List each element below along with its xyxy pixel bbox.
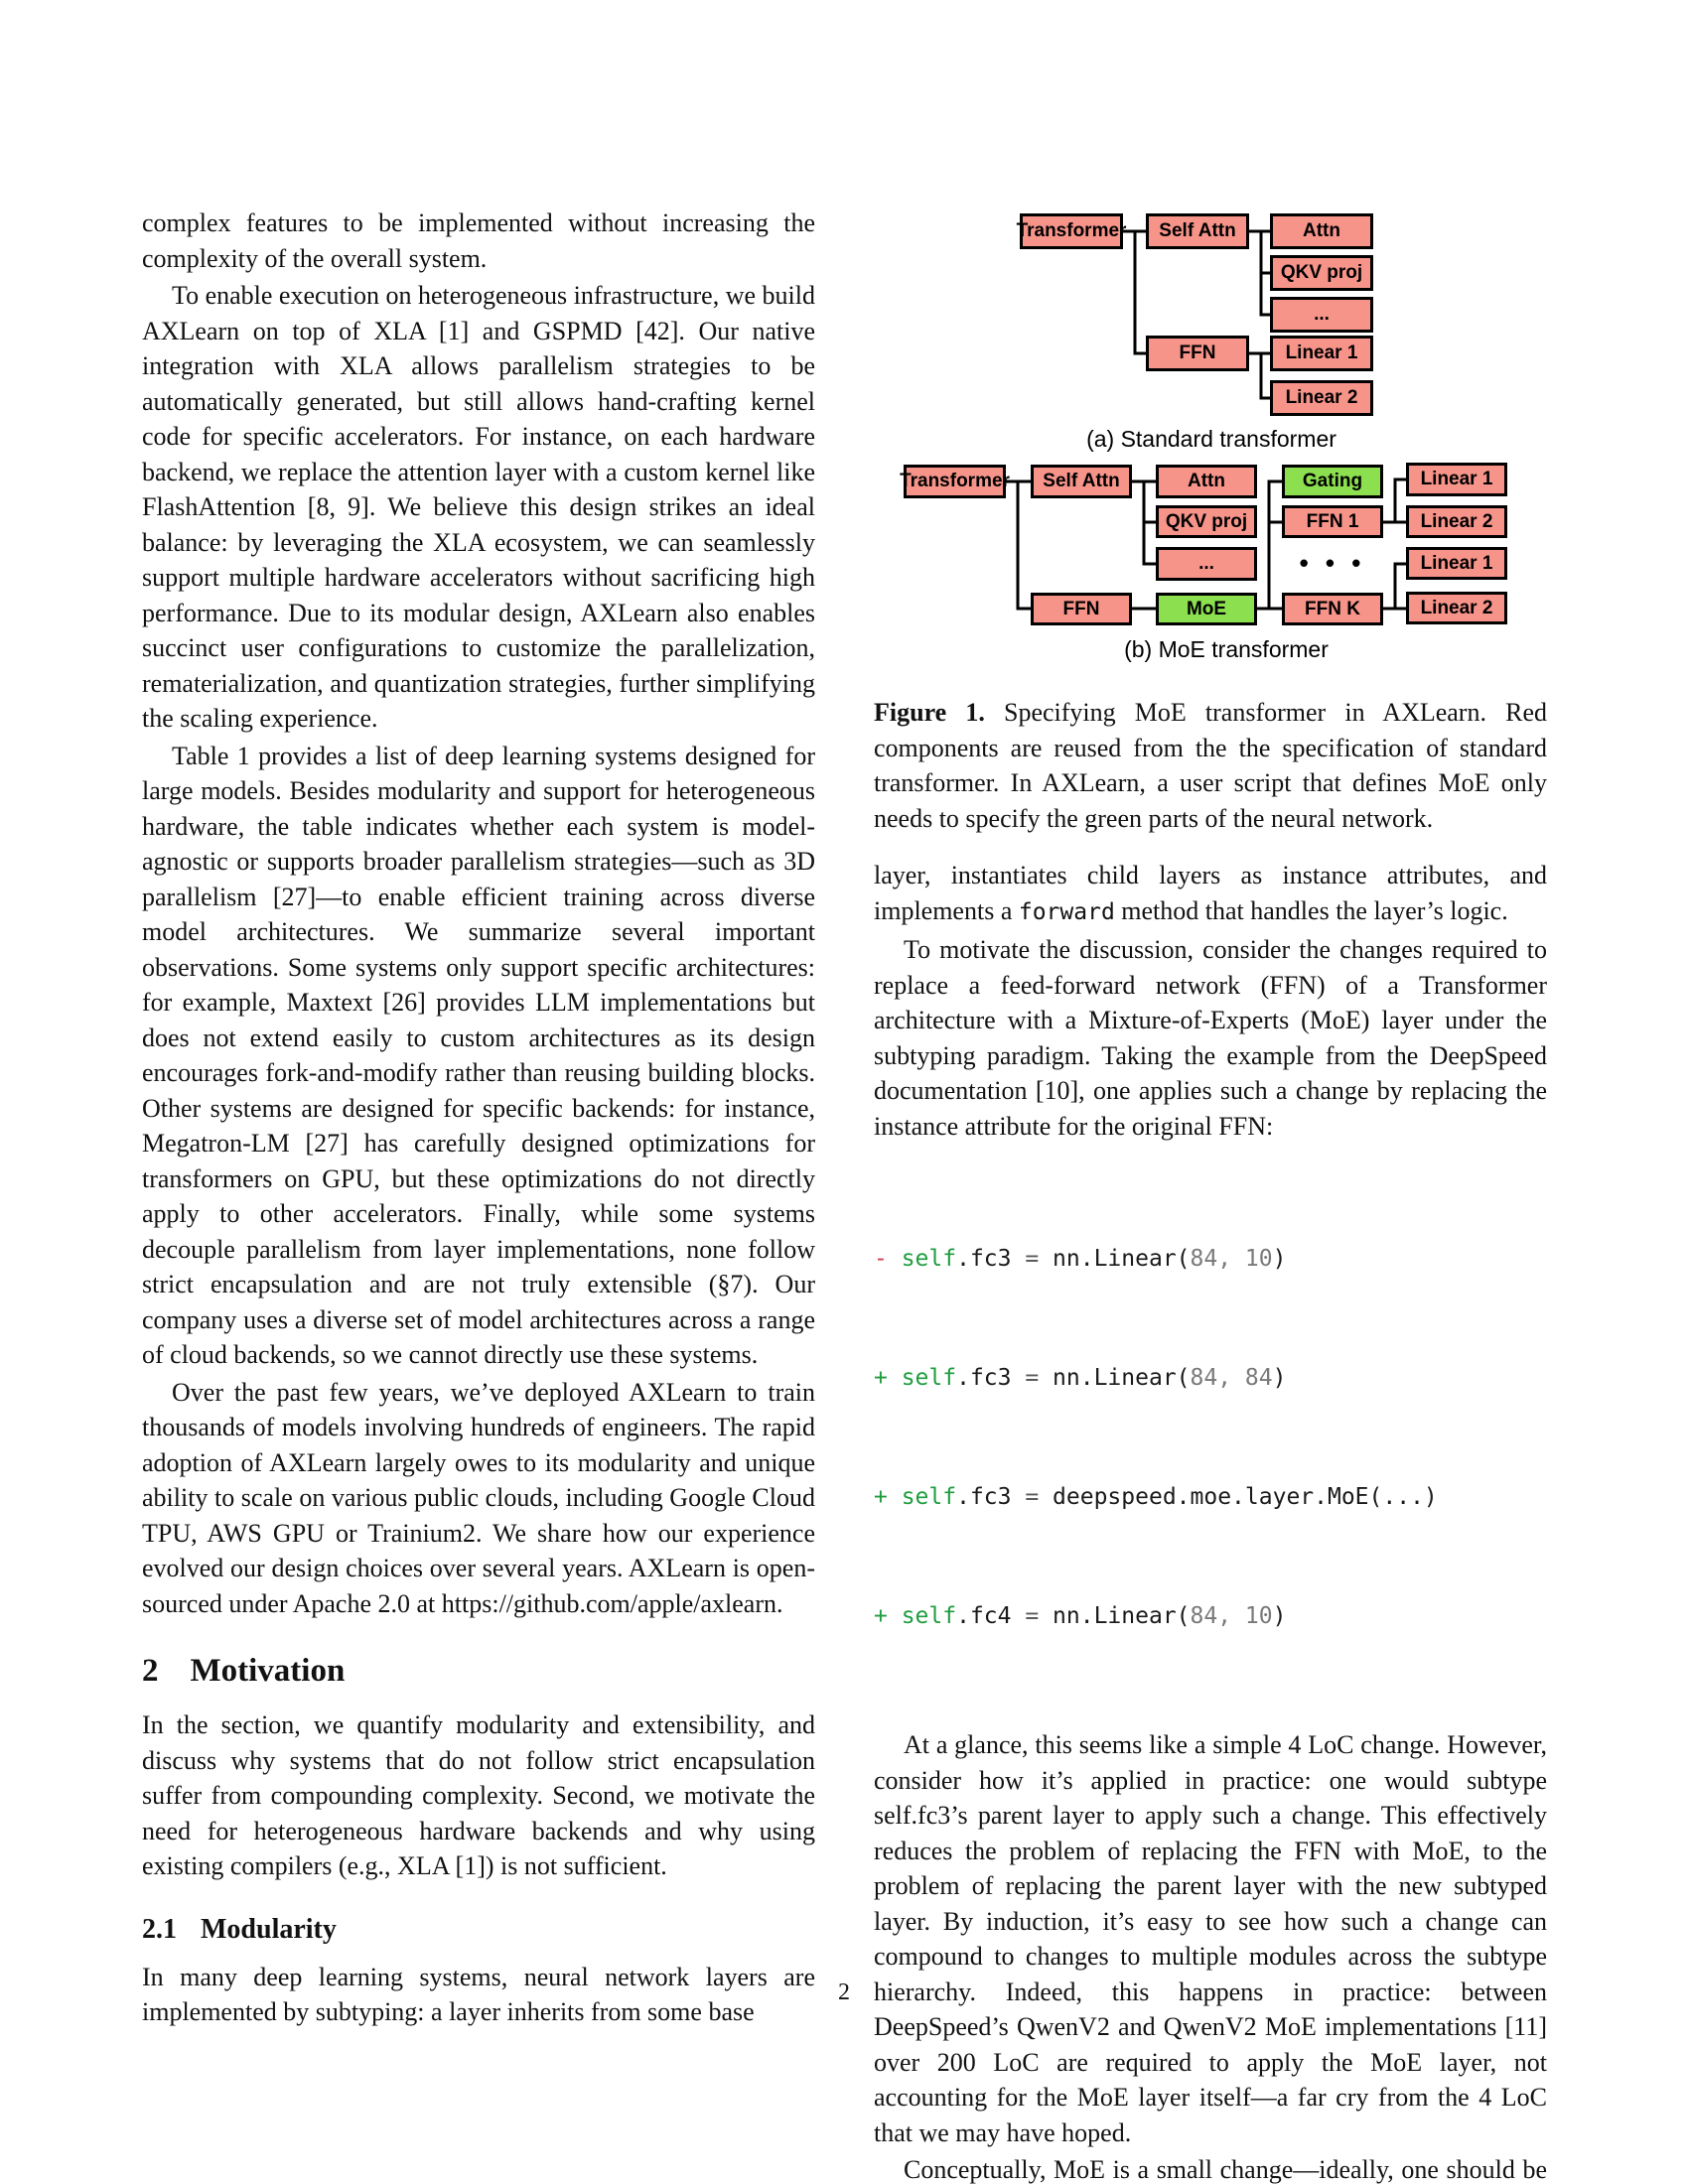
paragraph: At a glance, this seems like a simple 4 …: [874, 1730, 1547, 2147]
box-label: Self Attn: [1043, 471, 1120, 491]
box-label: Linear 1: [1420, 552, 1493, 574]
paragraph: Over the past few years, we’ve deployed …: [142, 1377, 815, 1618]
diagram-b-box-ellipsis: ...: [1156, 547, 1257, 581]
box-label: FFN: [1062, 598, 1100, 619]
box-label: MoE: [1186, 598, 1227, 619]
diagram-a-box-qkv-proj: QKV proj: [1270, 255, 1373, 291]
box-label: Transformer: [1016, 220, 1127, 241]
paragraph: In many deep learning systems, neural ne…: [142, 1962, 815, 2027]
section-heading-motivation: 2 Motivation: [142, 1653, 815, 1690]
diagram-b-box-linear-2-bottom: Linear 2: [1406, 592, 1507, 624]
box-label: ...: [1314, 304, 1330, 325]
diagram-b-caption: (b) MoE transformer: [1124, 636, 1329, 662]
diagram-b-box-ffn-1: FFN 1: [1282, 505, 1383, 538]
diagram-b-box-ffn-k: FFN K: [1282, 593, 1383, 625]
diagram-b-box-ffn: FFN: [1031, 593, 1132, 625]
box-label: QKV proj: [1165, 510, 1248, 532]
box-label: Gating: [1302, 471, 1363, 491]
diagram-a-box-linear-1: Linear 1: [1270, 336, 1373, 371]
diagram-a-box-transformer: Transformer: [1017, 213, 1126, 249]
box-label: FFN K: [1305, 598, 1360, 619]
code-line-removed: - self.fc3 = nn.Linear(84, 10): [874, 1246, 1287, 1272]
right-column: Transformer Self Attn Attn QKV proj ... …: [874, 199, 1547, 2184]
diagram-b-box-attn: Attn: [1156, 465, 1257, 498]
subsection-number: 2.1: [142, 1913, 177, 1945]
box-label: Linear 1: [1285, 342, 1358, 363]
diagram-b-box-transformer: Transformer: [900, 465, 1010, 498]
box-label: Self Attn: [1159, 220, 1236, 241]
diagram-a-box-linear-2: Linear 2: [1270, 380, 1373, 416]
paragraph: layer, instantiates child layers as inst…: [874, 861, 1547, 925]
diagram-b-box-linear-1-top: Linear 1: [1406, 463, 1507, 496]
code-diff-block: - self.fc3 = nn.Linear(84, 10) + self.fc…: [874, 1160, 1547, 1715]
figure-caption: Figure 1. Specifying MoE transformer in …: [874, 698, 1547, 833]
left-column: complex features to be implemented witho…: [142, 205, 815, 2030]
diagram-b-box-gating: Gating: [1282, 465, 1383, 498]
diagram-b-box-linear-2-top: Linear 2: [1406, 505, 1507, 538]
diagram-a-box-ellipsis: ...: [1270, 297, 1373, 333]
box-label: Attn: [1188, 471, 1225, 491]
diagram-b-dots: • • •: [1299, 548, 1366, 578]
diagram-a-box-attn: Attn: [1270, 213, 1373, 249]
paragraph: Conceptually, MoE is a small change—idea…: [904, 2155, 1547, 2184]
box-label: Linear 2: [1420, 597, 1493, 618]
diagram-b-box-qkv-proj: QKV proj: [1156, 505, 1257, 538]
box-label: ...: [1198, 553, 1214, 574]
section-number: 2: [142, 1653, 159, 1689]
code-line-added: + self.fc3 = deepspeed.moe.layer.MoE(...…: [874, 1484, 1438, 1510]
paragraph: complex features to be implemented witho…: [142, 208, 815, 273]
section-title: Motivation: [190, 1653, 346, 1689]
diagram-b-box-moe: MoE: [1156, 593, 1257, 625]
page-number: 2: [838, 1979, 850, 2005]
box-label: FFN 1: [1306, 510, 1359, 532]
box-label: Linear 2: [1285, 387, 1358, 408]
box-label: Transformer: [900, 471, 1010, 491]
diagram-a-box-self-attn: Self Attn: [1146, 213, 1249, 249]
figure-1: Transformer Self Attn Attn QKV proj ... …: [874, 199, 1547, 667]
diagram-a-box-ffn: FFN: [1146, 336, 1249, 371]
box-label: Linear 2: [1420, 510, 1493, 532]
subsection-title: Modularity: [201, 1913, 337, 1945]
paragraph: To enable execution on heterogeneous inf…: [142, 281, 815, 733]
diagram-b-box-linear-1-bottom: Linear 1: [1406, 547, 1507, 580]
diagram-a-caption: (a) Standard transformer: [1086, 426, 1336, 452]
diagram-b-box-self-attn: Self Attn: [1031, 465, 1132, 498]
paragraph: To motivate the discussion, consider the…: [874, 935, 1547, 1141]
code-line-added: + self.fc4 = nn.Linear(84, 10): [874, 1603, 1287, 1629]
paragraph: Table 1 provides a list of deep learning…: [142, 741, 815, 1370]
paragraph: In the section, we quantify modularity a…: [142, 1710, 815, 1880]
diagram-connector-lines: [1006, 229, 1406, 611]
box-label: QKV proj: [1280, 262, 1363, 283]
box-label: Attn: [1303, 220, 1340, 241]
code-line-added: + self.fc3 = nn.Linear(84, 84): [874, 1365, 1287, 1391]
subsection-heading-modularity: 2.1 Modularity: [142, 1914, 815, 1946]
box-label: FFN: [1179, 342, 1216, 363]
box-label: Linear 1: [1420, 469, 1493, 489]
